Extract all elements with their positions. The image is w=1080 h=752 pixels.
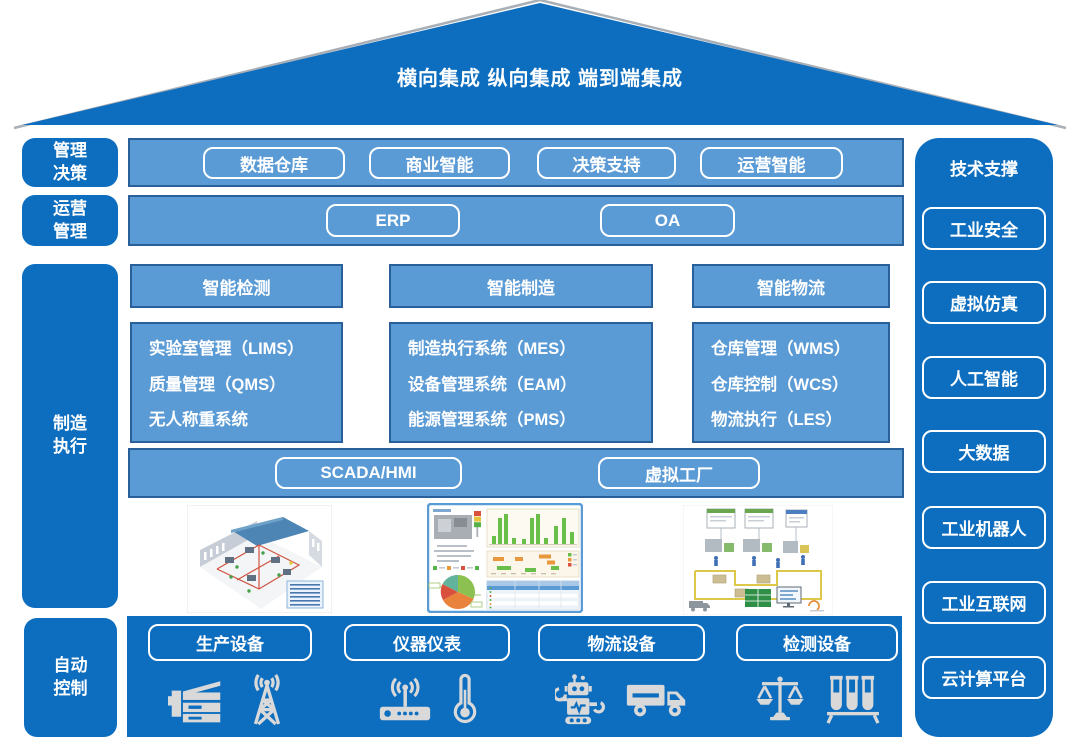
erp-box: ERP bbox=[326, 204, 460, 237]
production-equipment-icons bbox=[148, 668, 312, 730]
balance-scale-icon bbox=[756, 676, 804, 721]
production-equipment-box: 生产设备 bbox=[148, 624, 312, 661]
operation-row-band bbox=[128, 195, 904, 246]
inspection-systems-box: 实验室管理（LIMS） 质量管理（QMS） 无人称重系统 bbox=[130, 322, 343, 443]
smart-inspection-header: 智能检测 bbox=[130, 264, 343, 308]
operation-intelligence-box: 运营智能 bbox=[700, 147, 843, 179]
weighing-system-item: 无人称重系统 bbox=[149, 410, 248, 429]
qms-item: 质量管理（QMS） bbox=[149, 375, 286, 394]
production-line-thumbnail bbox=[683, 505, 833, 615]
instruments-icons bbox=[344, 668, 510, 730]
logistics-equipment-icons bbox=[538, 668, 705, 730]
big-data-box: 大数据 bbox=[922, 430, 1046, 473]
automatic-control-label: 自动 控制 bbox=[24, 618, 117, 737]
truck-icon bbox=[626, 684, 685, 717]
wireless-router-icon bbox=[379, 677, 431, 721]
virtual-factory-box: 虚拟工厂 bbox=[598, 457, 760, 489]
decision-support-box: 决策支持 bbox=[537, 147, 676, 179]
oa-box: OA bbox=[600, 204, 735, 237]
industrial-internet-box: 工业互联网 bbox=[922, 581, 1046, 624]
logistics-systems-box: 仓库管理（WMS） 仓库控制（WCS） 物流执行（LES） bbox=[692, 322, 890, 443]
printer-icon bbox=[168, 681, 221, 723]
manufacturing-systems-box: 制造执行系统（MES） 设备管理系统（EAM） 能源管理系统（PMS） bbox=[389, 322, 653, 443]
les-item: 物流执行（LES） bbox=[711, 410, 843, 429]
virtual-simulation-box: 虚拟仿真 bbox=[922, 281, 1046, 324]
tech-support-column bbox=[915, 138, 1053, 737]
test-tubes-icon bbox=[826, 675, 880, 724]
business-intelligence-box: 商业智能 bbox=[369, 147, 510, 179]
pms-item: 能源管理系统（PMS） bbox=[408, 410, 576, 429]
eam-item: 设备管理系统（EAM） bbox=[408, 375, 577, 394]
radio-tower-icon bbox=[253, 674, 281, 726]
scada-row-band bbox=[128, 448, 904, 498]
inspection-equipment-icons bbox=[736, 668, 898, 730]
manufacturing-execution-label: 制造 执行 bbox=[22, 264, 118, 608]
ai-box: 人工智能 bbox=[922, 356, 1046, 399]
instruments-box: 仪器仪表 bbox=[344, 624, 510, 661]
smart-manufacturing-header: 智能制造 bbox=[389, 264, 653, 308]
scada-hmi-box: SCADA/HMI bbox=[275, 457, 462, 489]
dashboard-thumbnail bbox=[427, 503, 583, 613]
logistics-equipment-box: 物流设备 bbox=[538, 624, 705, 661]
integration-title: 横向集成 纵向集成 端到端集成 bbox=[396, 68, 684, 90]
factory-layout-thumbnail bbox=[187, 505, 332, 613]
industrial-robot-box: 工业机器人 bbox=[922, 506, 1046, 549]
data-warehouse-box: 数据仓库 bbox=[203, 147, 345, 179]
robot-icon bbox=[554, 674, 605, 725]
cloud-platform-box: 云计算平台 bbox=[922, 656, 1046, 699]
industrial-security-box: 工业安全 bbox=[922, 207, 1046, 250]
management-decision-label: 管理 决策 bbox=[22, 138, 118, 187]
operation-management-label: 运营 管理 bbox=[22, 195, 118, 246]
inspection-equipment-box: 检测设备 bbox=[736, 624, 898, 661]
lims-item: 实验室管理（LIMS） bbox=[149, 340, 304, 359]
roof-triangle bbox=[13, 0, 1067, 130]
thermometer-icon bbox=[453, 673, 477, 723]
wcs-item: 仓库控制（WCS） bbox=[711, 375, 849, 394]
smart-logistics-header: 智能物流 bbox=[692, 264, 890, 308]
mes-item: 制造执行系统（MES） bbox=[408, 340, 576, 359]
wms-item: 仓库管理（WMS） bbox=[711, 340, 851, 359]
tech-support-header: 技术支撑 bbox=[950, 160, 1018, 179]
